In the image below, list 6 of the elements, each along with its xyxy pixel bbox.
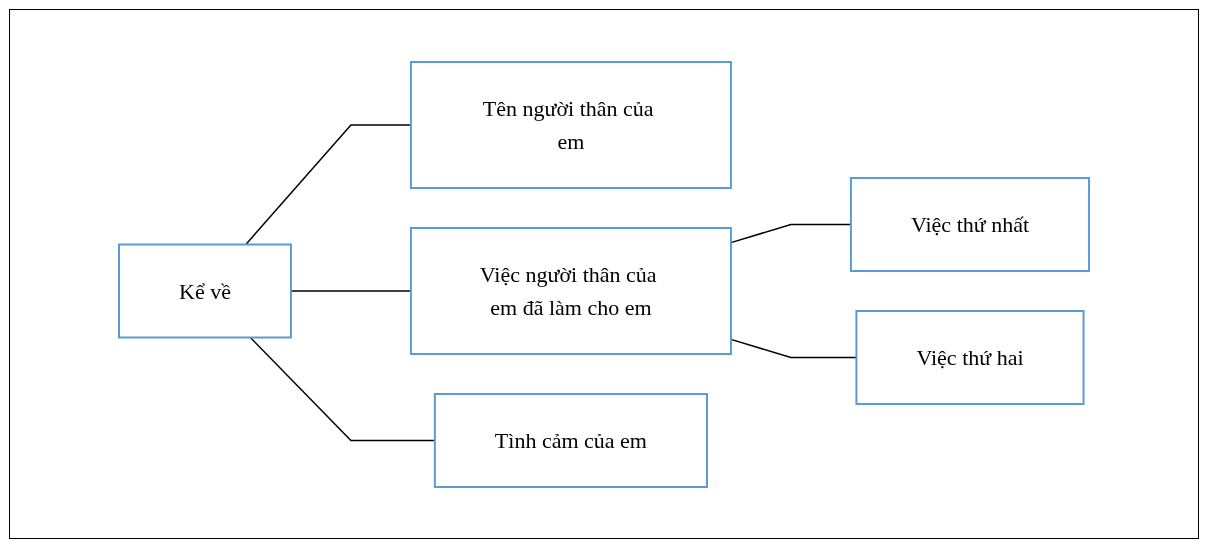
node-box: Việc thứ nhất bbox=[849, 176, 1090, 272]
node-box: Tên người thân của em bbox=[409, 60, 732, 189]
node-box: Tình cảm của em bbox=[433, 392, 708, 488]
node-box: Việc người thân của em đã làm cho em bbox=[409, 226, 732, 355]
node-box: Kể về bbox=[117, 243, 292, 338]
node-box: Việc thứ hai bbox=[855, 309, 1085, 405]
